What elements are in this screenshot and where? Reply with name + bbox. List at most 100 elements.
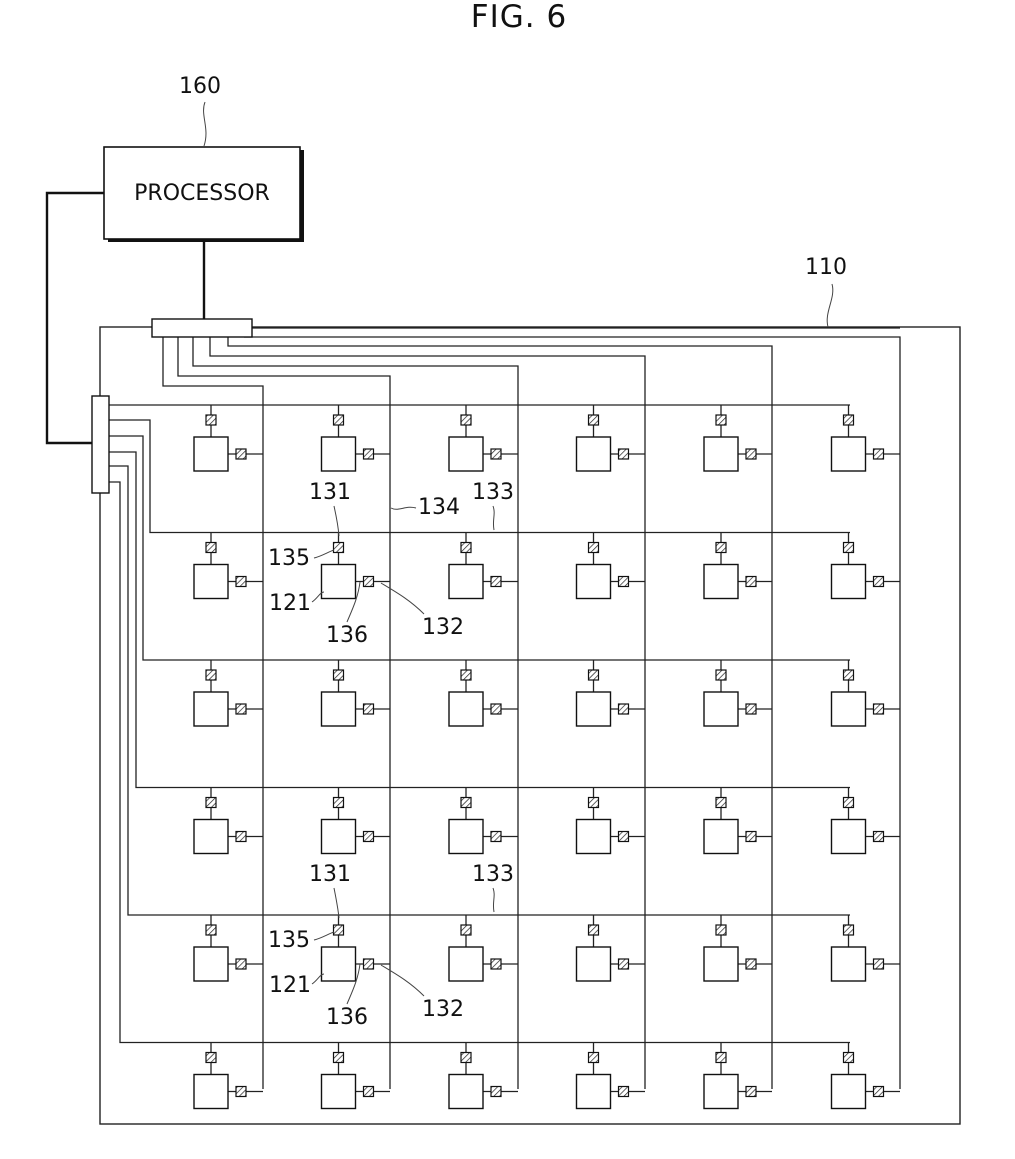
pixel-cell (704, 660, 772, 726)
pixel-top-switch (589, 798, 599, 808)
pixel-cell (194, 1043, 263, 1109)
pixel-top-switch (461, 670, 471, 680)
pixel-side-switch (364, 704, 374, 714)
pixel-side-switch (236, 577, 246, 587)
ref-133-a: 133 (472, 480, 514, 505)
processor-label: PROCESSOR (134, 181, 270, 206)
leader-132-a (381, 583, 424, 614)
pixel-top-switch (206, 670, 216, 680)
pixel-cell (449, 788, 518, 854)
pixel-top-switch (334, 415, 344, 425)
ref-135-b: 135 (268, 928, 310, 953)
pixel-side-switch (619, 704, 629, 714)
pixel-box (577, 1075, 611, 1109)
pixel-cell (577, 788, 646, 854)
pixel-top-switch (461, 925, 471, 935)
pixel-side-switch (491, 577, 501, 587)
pixel-side-switch (236, 959, 246, 969)
pixel-top-switch (334, 925, 344, 935)
leader-134-a (391, 507, 416, 509)
ref-133-b: 133 (472, 862, 514, 887)
pixel-cell (704, 915, 772, 981)
ref-131-a: 131 (309, 480, 351, 505)
pixel-cell (322, 788, 391, 854)
pixel-cell (832, 1043, 901, 1109)
pixel-box (322, 565, 356, 599)
pixel-side-switch (746, 577, 756, 587)
pixel-box (194, 437, 228, 471)
pixel-box (704, 437, 738, 471)
ref-136-b: 136 (326, 1005, 368, 1030)
pixel-cell (449, 405, 518, 471)
pixel-box (194, 820, 228, 854)
pixel-top-switch (716, 798, 726, 808)
processor-block: PROCESSOR (104, 147, 304, 242)
ref-132-b: 132 (422, 997, 464, 1022)
pixel-box (322, 437, 356, 471)
pixel-cell (704, 533, 772, 599)
pixel-side-switch (746, 832, 756, 842)
ref-132-a: 132 (422, 615, 464, 640)
pixel-side-switch (874, 577, 884, 587)
pixel-side-switch (619, 832, 629, 842)
pixel-side-switch (619, 1087, 629, 1097)
pixel-box (832, 565, 866, 599)
pixel-cell (322, 660, 391, 726)
pixel-cell (322, 405, 391, 471)
leader-160 (204, 102, 206, 146)
pixel-cell (449, 915, 518, 981)
pixel-cell (832, 405, 901, 471)
leader-135-b (314, 932, 334, 940)
pixel-cell (577, 915, 646, 981)
ref-110: 110 (805, 255, 847, 280)
pixel-box (194, 565, 228, 599)
leader-131-a (334, 506, 339, 536)
pixel-side-switch (746, 959, 756, 969)
pixel-side-switch (874, 959, 884, 969)
pixel-side-switch (364, 577, 374, 587)
pixel-box (322, 820, 356, 854)
pixel-box (449, 565, 483, 599)
pixel-top-switch (716, 670, 726, 680)
pixel-top-switch (589, 925, 599, 935)
pixel-side-switch (236, 1087, 246, 1097)
pixel-side-switch (364, 959, 374, 969)
ref-131-b: 131 (309, 862, 351, 887)
pixel-box (449, 1075, 483, 1109)
pixel-top-switch (461, 798, 471, 808)
pixel-box (832, 692, 866, 726)
pixel-cell (832, 915, 901, 981)
pixel-top-switch (206, 415, 216, 425)
pixel-box (832, 1075, 866, 1109)
pixel-cell (449, 660, 518, 726)
pixel-side-switch (236, 832, 246, 842)
pixel-top-switch (206, 1053, 216, 1063)
pixel-box (577, 437, 611, 471)
pixel-top-switch (844, 925, 854, 935)
pixel-cell (194, 915, 263, 981)
ref-160: 160 (179, 74, 221, 99)
pixel-box (704, 1075, 738, 1109)
pixel-cell (832, 660, 901, 726)
pixel-box (322, 692, 356, 726)
pixel-cell (704, 1043, 772, 1109)
pixel-side-switch (746, 1087, 756, 1097)
pixel-cell (194, 533, 263, 599)
ref-134-a: 134 (418, 495, 460, 520)
pixel-top-switch (589, 543, 599, 553)
pixel-side-switch (491, 704, 501, 714)
pixel-box (832, 947, 866, 981)
pixel-side-switch (491, 1087, 501, 1097)
pixel-cell (449, 1043, 518, 1109)
pixel-side-switch (491, 959, 501, 969)
pixel-box (577, 565, 611, 599)
pixel-top-switch (461, 415, 471, 425)
pixel-side-switch (236, 449, 246, 459)
ref-labels-group-2: 131 133 135 121 136 132 (268, 862, 514, 1030)
pixel-side-switch (364, 449, 374, 459)
pixel-top-switch (716, 415, 726, 425)
pixel-box (322, 947, 356, 981)
pixel-side-switch (874, 449, 884, 459)
pixel-box (704, 820, 738, 854)
